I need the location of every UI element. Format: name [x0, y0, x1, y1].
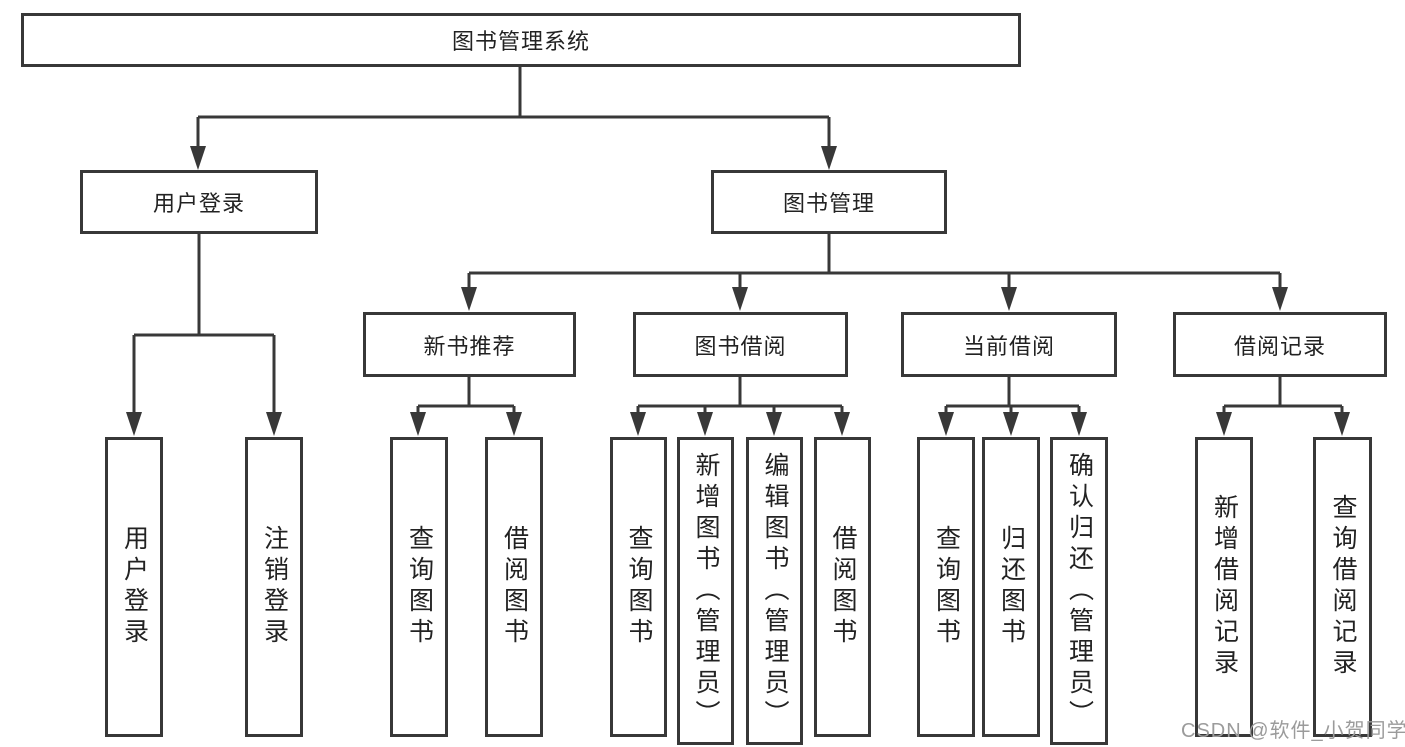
node-leaf-current-return-books: 归还图书 [982, 437, 1040, 737]
node-book-borrowing: 图书借阅 [633, 312, 848, 377]
node-leaf-user-login: 用户登录 [105, 437, 163, 737]
node-current-borrowing: 当前借阅 [901, 312, 1117, 377]
node-leaf-records-add-record: 新增借阅记录 [1195, 437, 1253, 737]
node-leaf-current-confirm-return-admin: 确认归还（管理员） [1050, 437, 1108, 745]
node-root: 图书管理系统 [21, 13, 1021, 67]
node-borrowing-records: 借阅记录 [1173, 312, 1387, 377]
node-leaf-borrow-add-books-admin: 新增图书（管理员） [677, 437, 734, 745]
node-leaf-newbook-query-books: 查询图书 [390, 437, 448, 737]
node-new-book-recommend: 新书推荐 [363, 312, 576, 377]
node-leaf-borrow-borrow-books: 借阅图书 [814, 437, 871, 737]
node-book-management: 图书管理 [711, 170, 947, 234]
node-leaf-current-query-books: 查询图书 [917, 437, 975, 737]
node-leaf-borrow-query-books: 查询图书 [610, 437, 667, 737]
node-leaf-records-query-record: 查询借阅记录 [1313, 437, 1372, 737]
csdn-watermark: CSDN @软件_小贺同学 [1181, 720, 1405, 742]
node-leaf-logout: 注销登录 [245, 437, 303, 737]
node-leaf-newbook-borrow-books: 借阅图书 [485, 437, 543, 737]
node-leaf-borrow-edit-books-admin: 编辑图书（管理员） [746, 437, 803, 745]
node-user-login: 用户登录 [80, 170, 318, 234]
